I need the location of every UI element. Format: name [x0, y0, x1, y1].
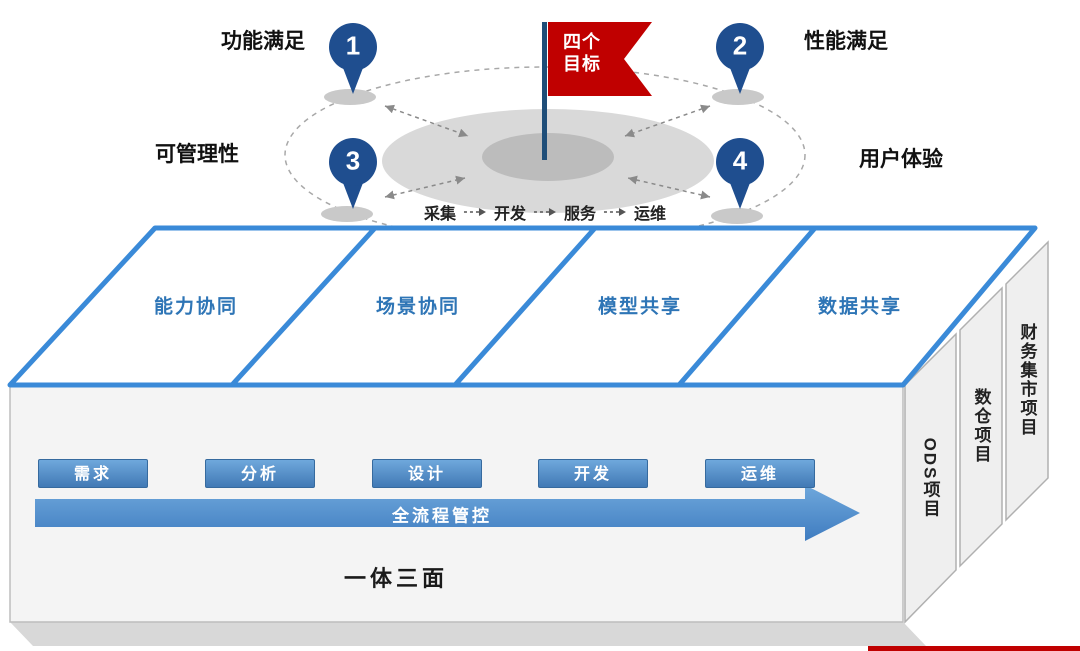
dashed-arrow-1 [384, 104, 469, 138]
base-shadow [10, 622, 926, 646]
stage-requirements: 需求 [38, 459, 148, 488]
stage-design: 设计 [372, 459, 482, 488]
dashed-arrow-icon [463, 208, 486, 216]
dashed-arrow-2 [624, 104, 711, 138]
pin-number-4: 4 [732, 145, 748, 176]
process-arrow-label: 全流程管控 [392, 506, 492, 526]
pin-shadow-1 [324, 89, 376, 105]
pin-number-3: 3 [345, 145, 361, 176]
pin-shadow-3 [321, 206, 373, 222]
pin-number-2: 2 [732, 30, 748, 61]
caption-one-body-three-faces: 一体三面 [343, 566, 449, 591]
pin-shadow-4 [711, 208, 763, 224]
side-panel-label-finance-mart: 财务集市项目 [1017, 323, 1037, 437]
dashed-arrow-icon [534, 208, 556, 216]
surface-cell-data: 数据共享 [817, 296, 903, 318]
stage-development: 开发 [538, 459, 648, 488]
surface-cell-scenario: 场景协同 [375, 296, 461, 318]
surface-divider-1 [230, 226, 377, 387]
surface-cell-model: 模型共享 [597, 296, 683, 318]
flow-step-develop: 开发 [493, 206, 526, 223]
side-panel-2 [959, 286, 1003, 568]
dashed-arrow-3 [384, 175, 466, 200]
flag-title-line2: 目标 [563, 54, 601, 74]
flow-step-operate: 运维 [634, 206, 667, 223]
goal-label-manageability: 可管理性 [155, 143, 239, 166]
pin-4-icon [716, 138, 764, 209]
center-disc-inner [482, 133, 614, 181]
side-panel-1 [904, 332, 957, 624]
side-panel-label-warehouse: 数仓项目 [971, 388, 991, 464]
flag-title: 四个 目标 [563, 31, 601, 75]
goal-label-user-experience: 用户体验 [859, 148, 943, 171]
goal-label-functional: 功能满足 [221, 30, 305, 53]
surface-divider-2 [453, 226, 597, 387]
pin-1-icon [329, 23, 377, 94]
dashed-arrow-4 [627, 175, 711, 200]
flag-pole [542, 22, 547, 160]
goal-label-performance: 性能满足 [804, 30, 888, 53]
flag-title-line1: 四个 [563, 32, 601, 52]
pin-number-1: 1 [345, 30, 361, 61]
surface-divider-3 [677, 226, 817, 387]
surface-cell-capability: 能力协同 [153, 296, 239, 318]
flow-step-service: 服务 [564, 206, 597, 223]
flag-banner [548, 22, 652, 96]
stage-operations: 运维 [705, 459, 815, 488]
stage-analysis: 分析 [205, 459, 315, 488]
pin-2-icon [716, 23, 764, 94]
dashed-arrow-icon [604, 208, 627, 216]
side-panel-label-ods: ODS项目 [920, 437, 940, 519]
process-arrow [35, 485, 860, 541]
pin-3-icon [329, 138, 377, 209]
flow-step-collect: 采集 [423, 206, 456, 223]
lifecycle-flow: 采集 开发 服务 运维 [424, 200, 666, 224]
side-panel-3 [1005, 240, 1049, 522]
pin-shadow-2 [712, 89, 764, 105]
red-accent-line [868, 646, 1080, 651]
